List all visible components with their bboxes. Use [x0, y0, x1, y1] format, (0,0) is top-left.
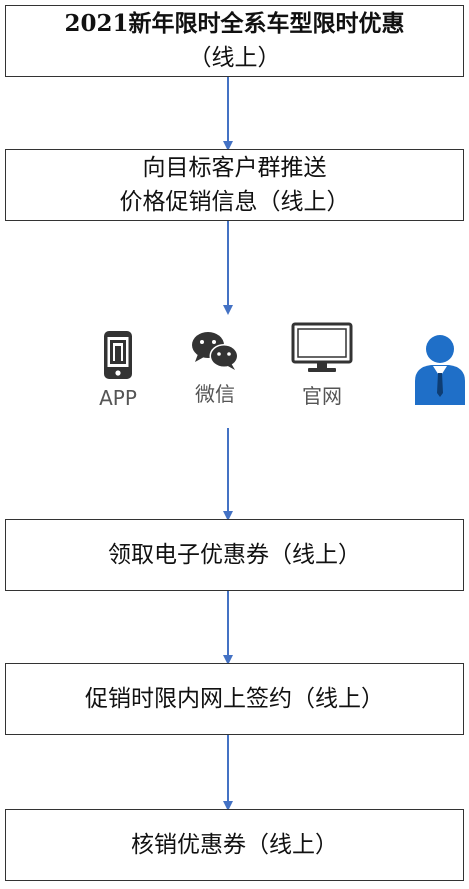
step-1-box: 2021新年限时全系车型限时优惠 （线上） — [5, 5, 464, 77]
step-2-box: 向目标客户群推送 价格促销信息（线上） — [5, 149, 464, 221]
user-icon — [415, 335, 465, 405]
channel-app: APP — [98, 330, 138, 410]
step-1-subtitle: （线上） — [188, 45, 281, 71]
step-1-title: 2021新年限时全系车型限时优惠 — [64, 10, 405, 37]
step-5-box: 核销优惠券（线上） — [5, 809, 464, 881]
channel-web: 官网 — [290, 322, 354, 409]
wechat-icon — [192, 332, 239, 370]
step-3-label: 领取电子优惠券（线上） — [108, 542, 361, 568]
step-3-box: 领取电子优惠券（线上） — [5, 519, 464, 591]
step-2-line-2: 价格促销信息（线上） — [119, 189, 350, 215]
channel-wechat: 微信 — [190, 330, 240, 407]
channel-app-label: APP — [99, 386, 137, 410]
step-4-label: 促销时限内网上签约（线上） — [85, 686, 384, 712]
monitor-icon — [291, 322, 353, 372]
step-4-box: 促销时限内网上签约（线上） — [5, 663, 464, 735]
smartphone-icon — [104, 331, 132, 379]
step-5-label: 核销优惠券（线上） — [131, 832, 338, 858]
step-2-line-1: 向目标客户群推送 — [142, 155, 327, 181]
channel-wechat-label: 微信 — [195, 382, 235, 406]
channel-web-label: 官网 — [302, 384, 342, 408]
